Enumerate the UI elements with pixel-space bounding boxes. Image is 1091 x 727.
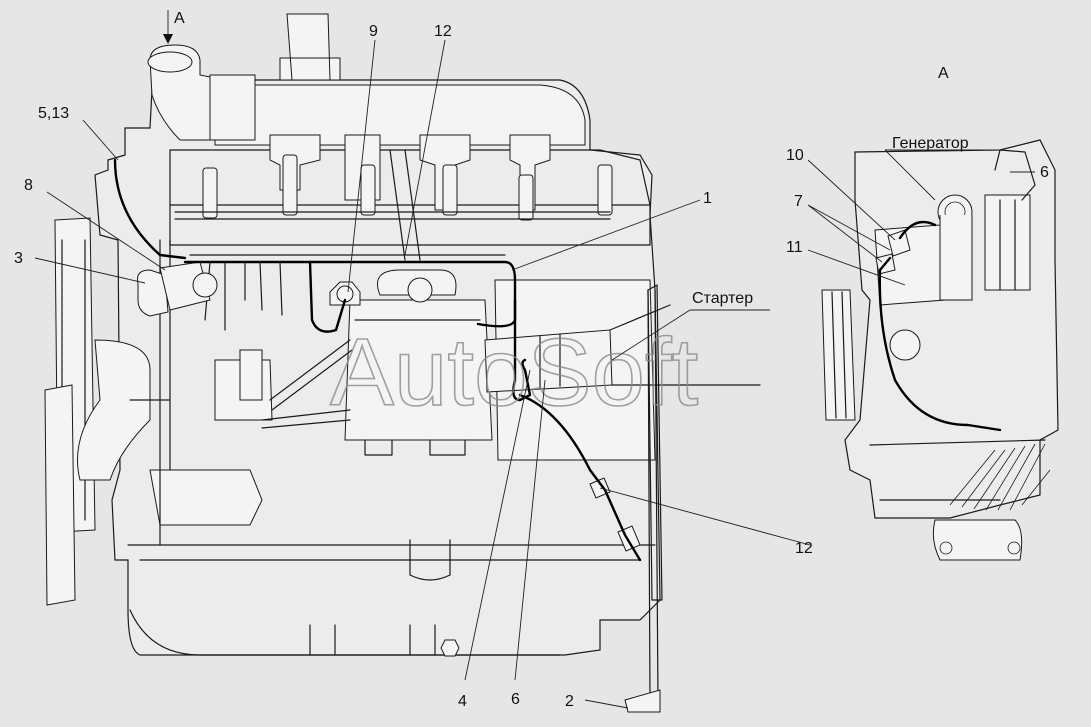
air-intake-mouth [147,51,193,73]
flywheel-housing-rib [647,284,663,601]
pump-cover-plug [407,277,433,303]
watermark: AutoSoft [330,319,698,426]
oil-pan [127,544,656,656]
water-pump-outlet [77,339,151,481]
filter-lines [261,339,353,429]
filler-neck [279,13,341,81]
view-a-sensor-10 [887,229,911,257]
view-a-detail [821,139,1059,561]
view-a-port [889,329,921,361]
view-a-wiring [878,220,1002,432]
callout-7: 7 [794,193,803,210]
coolant-temp-sensor-3 [137,269,169,317]
injection-pump-detail [354,319,481,456]
drain-plug [440,639,460,657]
callout-leaders [34,10,1035,709]
callout-12-top: 12 [434,23,452,40]
fuel-filter-bowl [239,349,263,401]
view-a-pulley [821,289,856,421]
callout-labels: А А 5,13 8 3 9 12 1 Стартер 12 4 6 2 Ген… [14,10,1049,710]
dipstick-tube [647,289,659,701]
fuel-return-line [174,149,611,261]
callout-2: 2 [565,693,574,710]
injection-pump [344,299,493,441]
callout-11: 11 [786,239,803,256]
callout-9: 9 [369,23,378,40]
callout-12-right: 12 [795,540,813,557]
injectors [202,154,613,221]
oil-pan-detail [309,539,451,656]
starter-detail [539,304,761,389]
sensor-boss [192,272,218,298]
bracket-2 [624,689,661,713]
label-generator: Генератор [892,135,969,152]
label-starter: Стартер [692,290,753,307]
valve-cover [214,84,586,146]
view-a-title: А [938,65,949,82]
view-arrow-label: А [174,10,185,27]
view-a-pipe [939,215,973,301]
callout-3: 3 [14,250,23,267]
callout-6-main: 6 [511,691,520,708]
thermostat-housing [209,74,256,141]
view-a-manifold [984,194,1031,291]
front-bracket [149,469,263,526]
callout-4: 4 [458,693,467,710]
crank-pulley [44,384,76,606]
view-a-manifold-detail [994,149,1036,291]
engine-side-view [44,13,761,713]
callout-1: 1 [703,190,712,207]
callout-5-13: 5,13 [38,105,69,122]
view-a-mount-foot [932,519,1023,561]
relay-block-8 [159,261,211,311]
view-a-oil-pan-ribs [949,443,1051,511]
callout-8: 8 [24,177,33,194]
view-a-pulley-grooves [831,291,847,419]
wiring-harness [113,158,642,562]
callout-6-view: 6 [1040,164,1049,181]
callout-10: 10 [786,147,804,164]
